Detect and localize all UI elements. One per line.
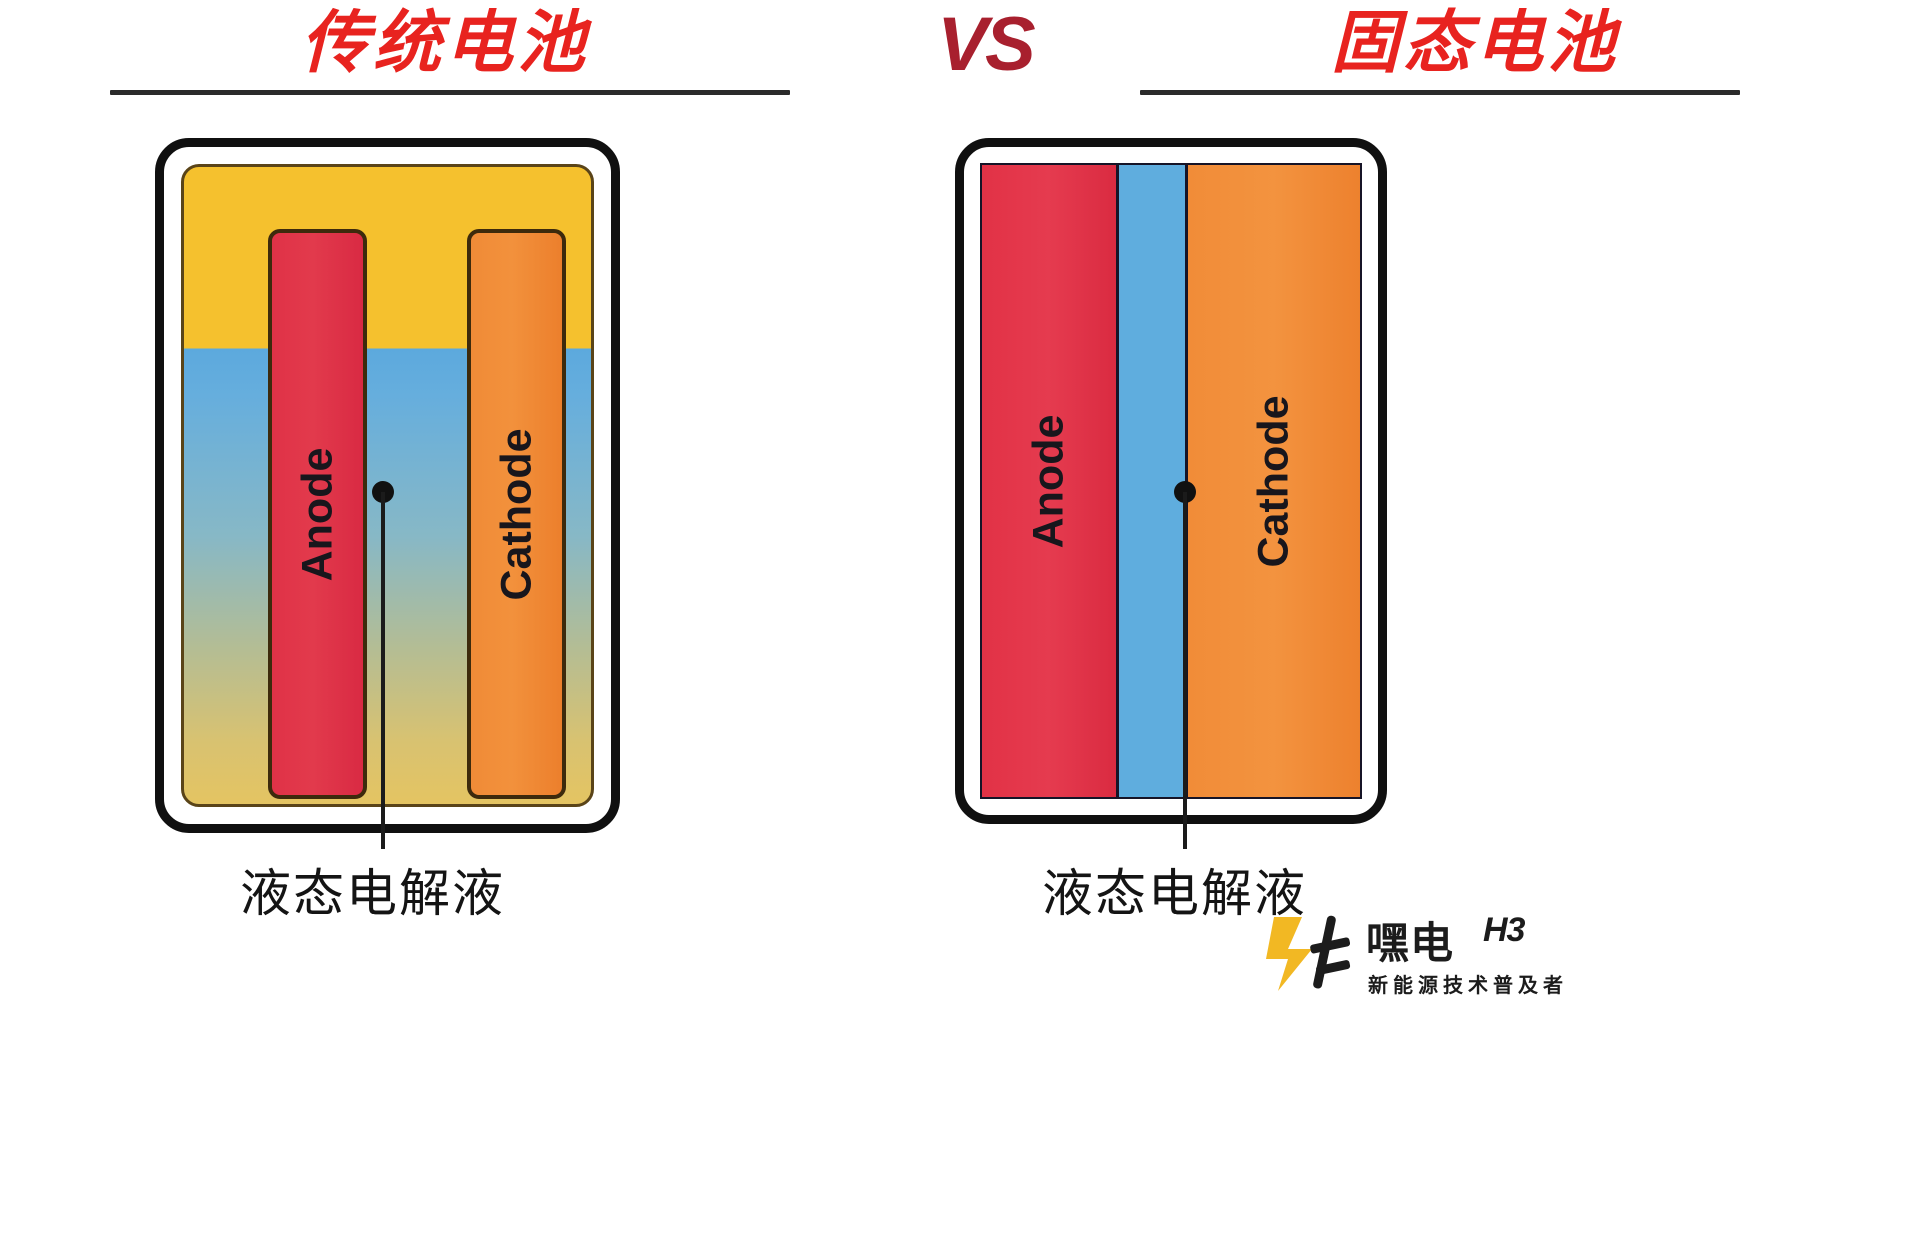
right-title: 固态电池 <box>1330 5 1619 81</box>
left-callout-label: 液态电解液 <box>240 865 506 922</box>
right-callout-label: 液态电解液 <box>1042 865 1308 922</box>
left-callout-line <box>381 492 385 849</box>
brand-name: 嘿电 <box>1366 920 1454 968</box>
left-cathode-label: Cathode <box>492 428 540 600</box>
right-anode-label: Anode <box>1024 414 1073 548</box>
left-title-rule <box>110 90 790 95</box>
traditional-battery-diagram: Anode Cathode <box>155 138 620 833</box>
vs-label: VS <box>937 2 1035 87</box>
brand-watermark: 嘿电 H3 新能源技术普及者 <box>1258 905 1563 1015</box>
left-title: 传统电池 <box>300 5 589 81</box>
right-callout-line <box>1183 492 1187 849</box>
right-anode-layer: Anode <box>982 165 1119 797</box>
solid-layer-stack: Anode Cathode <box>980 163 1362 799</box>
right-title-block: 固态电池 <box>1130 0 1820 95</box>
right-title-rule <box>1140 90 1740 95</box>
right-electrolyte-layer <box>1118 165 1185 797</box>
brand-mark-text: H3 <box>1483 911 1525 949</box>
left-anode-electrode: Anode <box>268 229 367 799</box>
brand-tagline: 新能源技术普及者 <box>1368 975 1568 997</box>
liquid-electrolyte-tank: Anode Cathode <box>181 164 594 807</box>
solid-state-battery-diagram: Anode Cathode <box>955 138 1387 824</box>
left-anode-label: Anode <box>293 447 341 581</box>
title-row: 传统电池 VS 固态电池 <box>0 0 1920 125</box>
right-cathode-label: Cathode <box>1249 395 1298 567</box>
left-cathode-electrode: Cathode <box>467 229 566 799</box>
lightning-bolt-icon <box>1266 915 1351 991</box>
left-title-block: 传统电池 <box>100 0 790 95</box>
right-cathode-layer: Cathode <box>1185 165 1360 797</box>
